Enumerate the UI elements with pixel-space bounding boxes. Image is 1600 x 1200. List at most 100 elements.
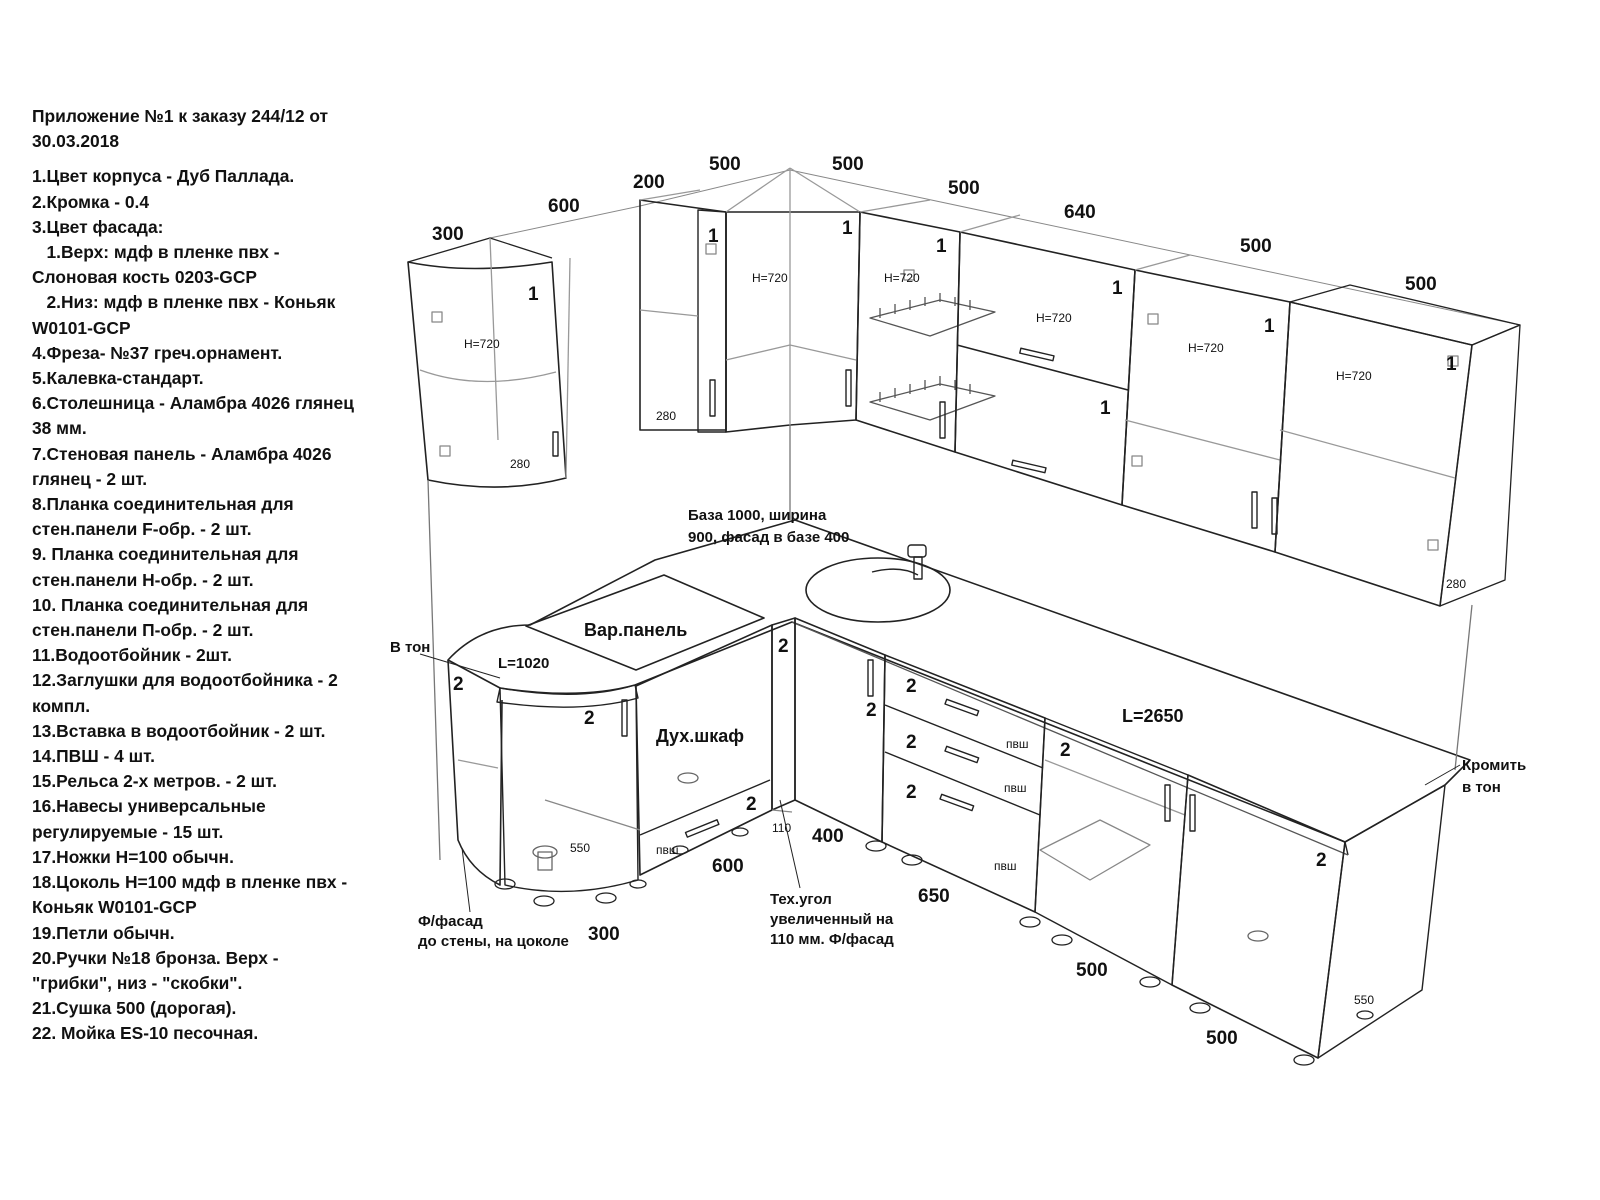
lower-width-label: 500 (1206, 1028, 1238, 1049)
facade-mark-upper: 1 (842, 218, 853, 239)
facade-mark-lower: 2 (906, 676, 917, 697)
spec-line: 8.Планка соединительная для (32, 494, 294, 515)
upper-wall-line (489, 169, 1521, 326)
depth-label: 280 (1446, 577, 1466, 591)
spec-line: 21.Сушка 500 (дорогая). (32, 998, 237, 1019)
height-label: H=720 (1188, 341, 1224, 355)
spec-line: 1.Цвет корпуса - Дуб Паллада. (32, 166, 295, 187)
oven-cabinet-label: Дух.шкаф (656, 726, 744, 746)
facade-mark-upper: 1 (1264, 316, 1275, 337)
depth-label: 550 (1354, 993, 1374, 1007)
spec-line: 38 мм. (32, 418, 87, 439)
spec-line: 2.Кромка - 0.4 (32, 191, 150, 212)
spec-line: 17.Ножки Н=100 обычн. (32, 846, 234, 867)
order-specification: Приложение №1 к заказу 244/12 от 30.03.2… (32, 104, 402, 1047)
order-title: Приложение №1 к заказу 244/12 от 30.03.2… (32, 106, 329, 152)
lower-width-label: 400 (812, 826, 844, 847)
lower-width-label: 300 (588, 924, 620, 945)
spec-line: 18.Цоколь Н=100 мдф в пленке пвх - (32, 872, 348, 893)
facade-mark-upper: 1 (1112, 278, 1123, 299)
lower-width-label: 650 (918, 886, 950, 907)
facade-mark-upper: 1 (1446, 354, 1457, 375)
spec-line: 2.Низ: мдф в пленке пвх - Коньяк (32, 292, 336, 313)
facade-mark-lower: 2 (746, 794, 757, 815)
lower-width-label: 500 (1076, 960, 1108, 981)
base-note-line: 900, фасад в базе 400 (688, 529, 849, 546)
upper-width-label: 640 (1064, 202, 1096, 223)
tech-corner-note: увеличенный на (770, 911, 894, 928)
upper-width-label: 500 (1405, 274, 1437, 295)
tech-corner-leader (779, 799, 801, 889)
spec-line: стен.панели Н-обр. - 2 шт. (32, 569, 254, 590)
spec-line: 5.Калевка-стандарт. (32, 368, 204, 389)
upper-cabinet-500a (1121, 254, 1291, 553)
upper-width-label: 600 (548, 196, 580, 217)
hob-panel-label: Вар.панель (584, 620, 687, 640)
height-label: H=720 (752, 271, 788, 285)
facade-wall-leader (461, 847, 471, 913)
facade-mark-lower: 2 (866, 700, 877, 721)
facade-mark-lower: 2 (584, 708, 595, 729)
lower-oven-cabinet (544, 624, 773, 876)
tech-corner-note: Тех.угол (770, 891, 832, 908)
base-note-line: База 1000, ширина (688, 507, 827, 524)
lower-width-label: 600 (712, 856, 744, 877)
upper-width-label: 500 (1240, 236, 1272, 257)
spec-line: глянец - 2 шт. (32, 468, 148, 489)
spec-line: регулируемые - 15 шт. (32, 821, 224, 842)
spec-line: компл. (32, 695, 91, 716)
edge-note-leader (1424, 764, 1461, 786)
spec-line: Слоновая кость 0203-GCP (32, 267, 257, 288)
spec-line: 11.Водоотбойник - 2шт. (32, 645, 232, 666)
facade-mark-lower: 2 (453, 674, 464, 695)
facade-mark-upper: 1 (936, 236, 947, 257)
facade-mark-upper: 1 (708, 226, 719, 247)
upper-round-cabinet (407, 237, 571, 488)
depth-label: 280 (510, 457, 530, 471)
upper-corner-cabinet (725, 167, 861, 433)
upper-width-label: 300 (432, 224, 464, 245)
facade-mark-upper: 1 (528, 284, 539, 305)
lower-round-cabinet (447, 659, 647, 907)
pvsh-label: пвш (1004, 781, 1027, 795)
pvsh-label: пвш (1006, 737, 1029, 751)
lower-cabinet-500a (1034, 717, 1189, 988)
spec-line: Коньяк W0101-GCP (32, 897, 197, 918)
spec-line: 10. Планка соединительная для (32, 594, 309, 615)
spec-line: 14.ПВШ - 4 шт. (32, 746, 155, 767)
spec-line: 1.Верх: мдф в пленке пвх - (32, 242, 280, 263)
facade-mark-lower: 2 (1316, 850, 1327, 871)
height-label: H=720 (464, 337, 500, 351)
upper-cabinet-500b (1274, 284, 1521, 607)
in-tone-label: В тон (390, 639, 430, 656)
facade-mark-lower: 2 (1060, 740, 1071, 761)
wall-edge-left (427, 479, 441, 861)
wall-edge-right (1454, 604, 1473, 771)
edge-note-line: в тон (1462, 779, 1501, 796)
depth-label: 550 (570, 841, 590, 855)
lower-sink-base (794, 617, 887, 852)
upper-cabinet-dryer (855, 199, 996, 453)
facade-mark-lower: 2 (906, 732, 917, 753)
in-tone-leader (419, 653, 501, 679)
spec-line: 20.Ручки №18 бронза. Верх - (32, 947, 279, 968)
upper-width-label: 500 (948, 178, 980, 199)
spec-line: 13.Вставка в водоотбойник - 2 шт. (32, 720, 326, 741)
facade-mark-lower: 2 (778, 636, 789, 657)
spec-line: 12.Заглушки для водоотбойника - 2 (32, 670, 338, 691)
spec-line: 19.Петли обычн. (32, 922, 175, 943)
spec-line: стен.панели F-обр. - 2 шт. (32, 519, 252, 540)
countertop (447, 519, 1471, 856)
edge-note-line: Кромить (1462, 757, 1526, 774)
facade-wall-note: до стены, на цоколе (418, 933, 569, 950)
spec-line: 6.Столешница - Аламбра 4026 глянец (32, 393, 354, 414)
spec-line: 9. Планка соединительная для (32, 544, 299, 565)
spec-line: стен.панели П-обр. - 2 шт. (32, 620, 254, 641)
spec-line: 22. Мойка ES-10 песочная. (32, 1023, 259, 1044)
spec-line: 7.Стеновая панель - Аламбра 4026 (32, 443, 332, 464)
upper-width-label: 200 (633, 172, 665, 193)
spec-line: W0101-GCP (32, 317, 131, 338)
left-length-label: L=1020 (498, 655, 549, 672)
